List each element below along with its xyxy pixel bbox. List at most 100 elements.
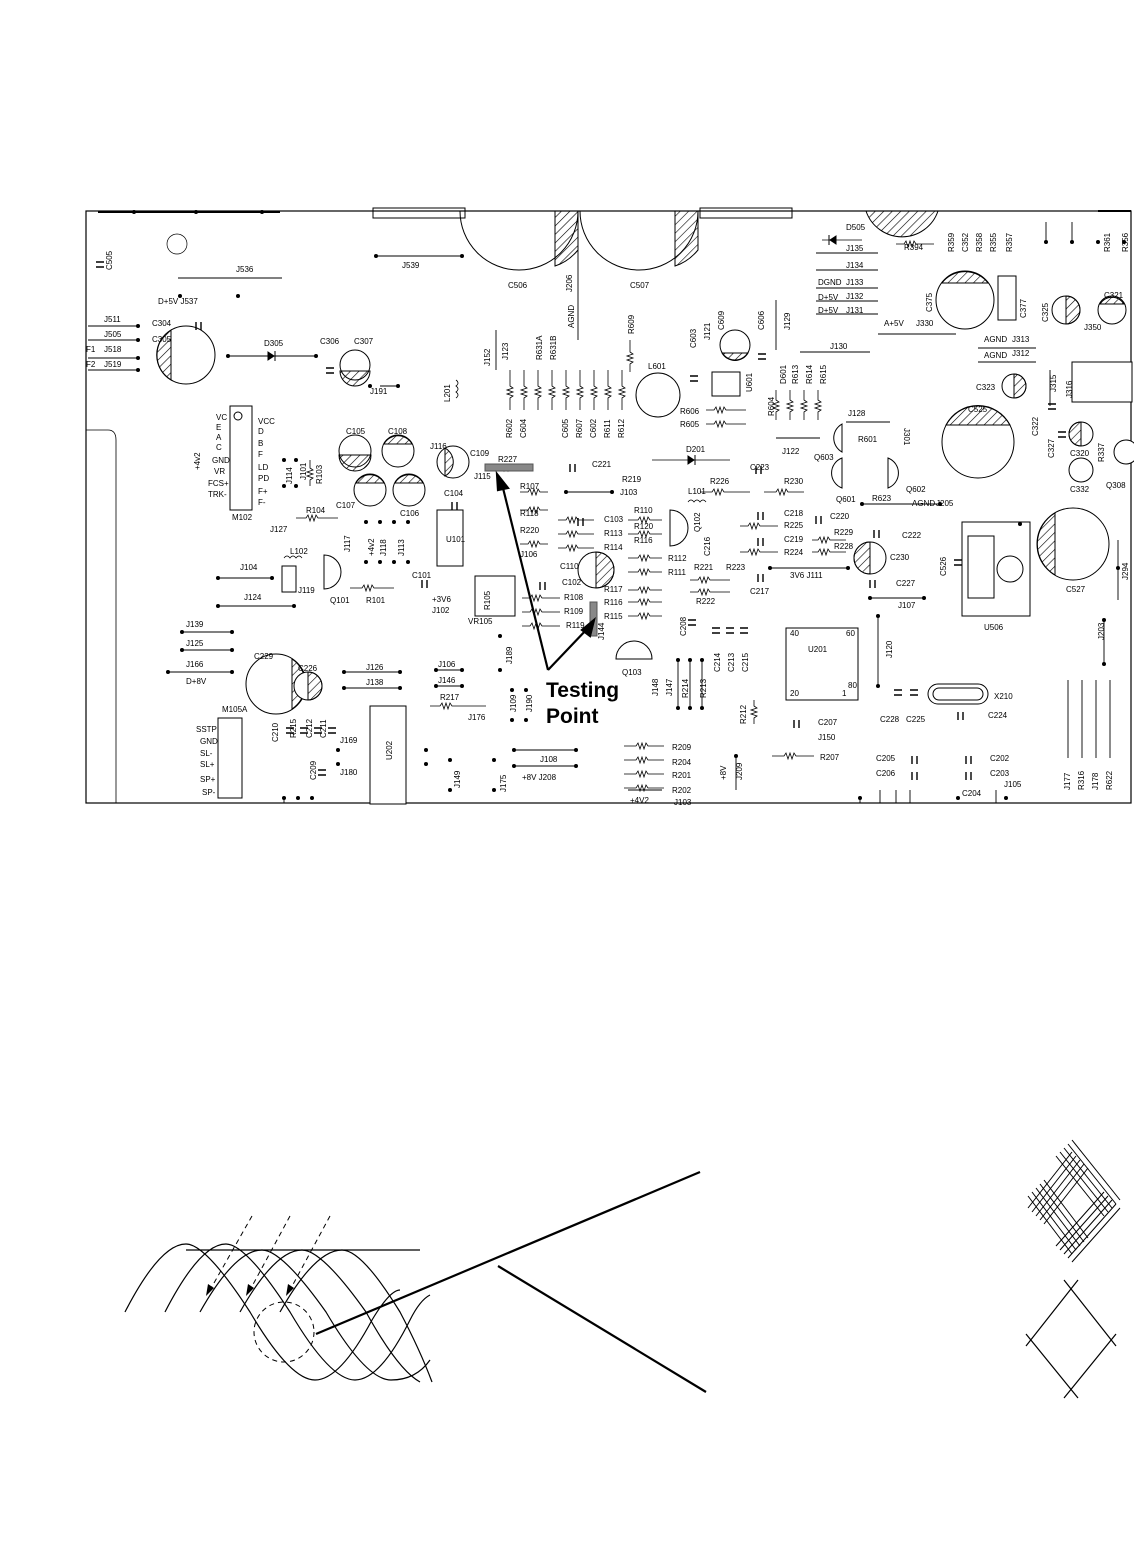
label-ld: LD (258, 463, 268, 472)
label-j206: J206 (565, 274, 574, 292)
label-c226: C226 (298, 664, 318, 673)
label-r605: R605 (680, 420, 700, 429)
label-vr105: VR105 (468, 617, 493, 626)
label-r103: R103 (315, 464, 324, 484)
label-r356: R356 (1121, 232, 1130, 252)
label-u201-40: 40 (790, 629, 799, 638)
label-j208: +8V J208 (522, 773, 557, 782)
label-r358: R358 (975, 232, 984, 252)
label-r611: R611 (603, 419, 612, 438)
label-j103b: J103 (674, 798, 692, 807)
label-p8v: +8V (719, 765, 728, 780)
label-gnd: GND (212, 456, 230, 465)
resistor-rows (305, 340, 823, 724)
label-c219: C219 (784, 535, 804, 544)
label-r219: R219 (622, 475, 642, 484)
label-j177: J177 (1063, 772, 1072, 790)
label-j189: J189 (505, 646, 514, 664)
label-r228: R228 (834, 542, 854, 551)
label-c352: C352 (961, 232, 970, 252)
label-r622: R622 (1105, 770, 1114, 790)
label-j113: J113 (397, 539, 406, 556)
label-r116: R116 (604, 598, 623, 607)
label-c306: C306 (320, 337, 340, 346)
diodes (267, 235, 862, 465)
label-gnd2: GND (200, 737, 218, 746)
diamond-mesh-dense (1027, 1139, 1121, 1263)
label-q602: Q602 (906, 485, 926, 494)
label-j123: J123 (501, 342, 510, 360)
label-r104: R104 (306, 506, 326, 515)
label-j106: J106 (438, 660, 456, 669)
label-p4v2c: +4V2 (630, 796, 649, 805)
label-j294: J294 (1121, 562, 1130, 580)
magnifier-lines (315, 1170, 707, 1393)
label-j120: J120 (885, 640, 894, 658)
label-c603: C603 (689, 328, 698, 348)
label-sstp: SSTP (196, 725, 217, 734)
testing-point-arrows (495, 470, 596, 671)
label-j104: J104 (240, 563, 258, 572)
label-j114: J114 (285, 467, 294, 484)
label-c377: C377 (1019, 298, 1028, 318)
label-r612: R612 (617, 418, 626, 438)
label-pd: PD (258, 474, 269, 483)
label-r607: R607 (575, 418, 584, 438)
label-j180: J180 (340, 768, 358, 777)
label-r604: R604 (767, 396, 776, 416)
label-r209: R209 (672, 743, 692, 752)
label-c209: C209 (309, 760, 318, 780)
label-j129: J129 (783, 312, 792, 330)
label-c206: C206 (876, 769, 896, 778)
label-j330: J330 (916, 319, 934, 328)
label-r222: R222 (696, 597, 716, 606)
label-j536: J536 (236, 265, 254, 274)
label-m102: M102 (232, 513, 253, 522)
label-c602: C602 (589, 418, 598, 438)
label-c228: C228 (880, 715, 900, 724)
label-d505: D505 (846, 223, 866, 232)
label-r107: R107 (520, 482, 540, 491)
label-agnd-j205: AGND (912, 499, 935, 508)
label-r229: R229 (834, 528, 854, 537)
label-c108: C108 (388, 427, 408, 436)
label-j132: J132 (846, 292, 864, 301)
label-j191: J191 (370, 387, 388, 396)
label-agnd1: AGND (567, 305, 576, 328)
label-j312: J312 (1012, 349, 1030, 358)
label-agnd-j312: AGND (984, 351, 1007, 360)
label-l601: L601 (648, 362, 666, 371)
label-r119: R119 (566, 621, 585, 630)
label-j169: J169 (340, 736, 358, 745)
label-r615: R615 (819, 364, 828, 384)
label-r602: R602 (505, 418, 514, 438)
label-j103: J103 (620, 488, 638, 497)
label-r220: R220 (520, 526, 540, 535)
label-q603: Q603 (814, 453, 834, 462)
label-c216: C216 (703, 536, 712, 556)
label-r117: R117 (604, 585, 623, 594)
label-f1: F1 (86, 345, 96, 354)
label-q601: Q601 (836, 495, 856, 504)
label-vcc: VCC (258, 417, 275, 426)
label-q103: Q103 (622, 668, 642, 677)
label-j152: J152 (483, 348, 492, 366)
transistors (323, 423, 899, 660)
label-agnd-j313: AGND (984, 335, 1007, 344)
np-capacitors (96, 261, 1066, 780)
label-j131: J131 (846, 306, 864, 315)
label-c605: C605 (561, 418, 570, 438)
label-d305: D305 (264, 339, 284, 348)
label-j146: J146 (438, 676, 456, 685)
label-c222: C222 (902, 531, 922, 540)
label-q102: Q102 (693, 512, 702, 532)
label-j175: J175 (499, 774, 508, 792)
label-r606: R606 (680, 407, 700, 416)
label-u101: U101 (446, 535, 466, 544)
label-p4v2b: +4v2 (367, 538, 376, 556)
label-r631b: R631B (549, 336, 558, 360)
label-r221: R221 (694, 563, 714, 572)
label-dgnd: DGND (818, 278, 842, 287)
